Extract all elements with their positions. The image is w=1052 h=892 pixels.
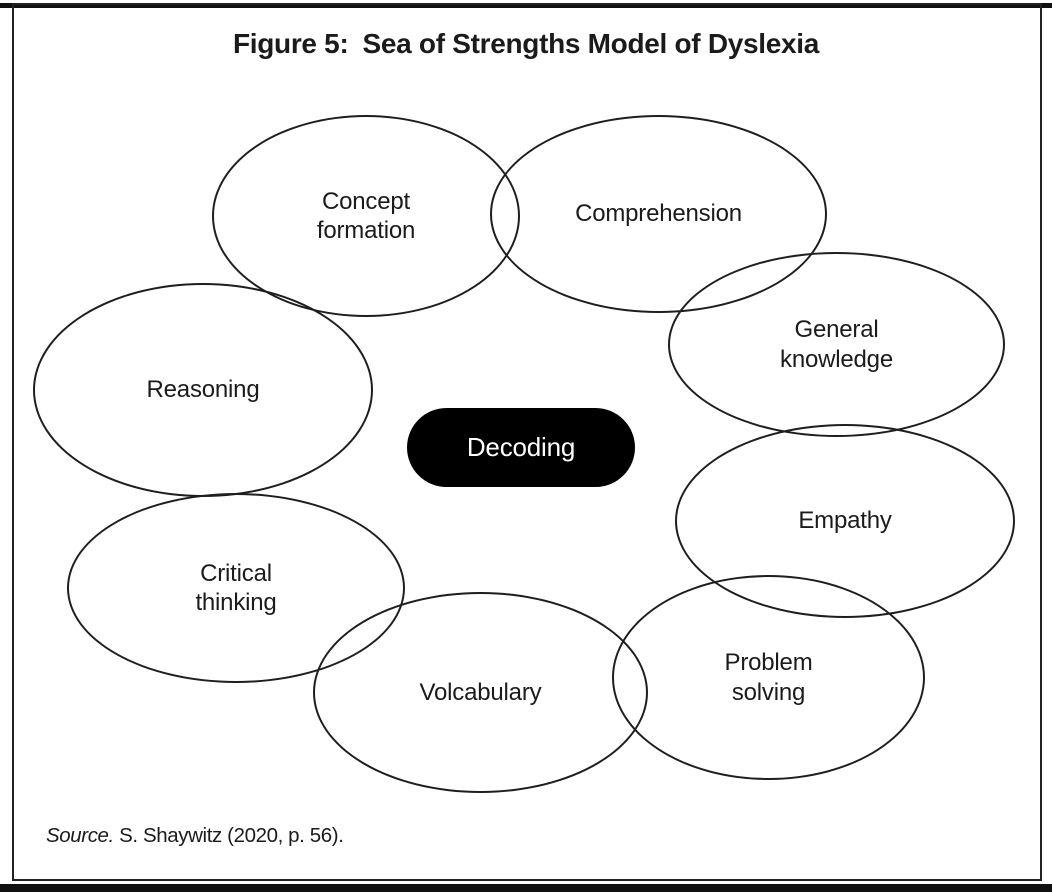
- strength-label: Concept formation: [316, 187, 416, 244]
- source-text: S. Shaywitz (2020, p. 56).: [113, 824, 344, 847]
- strength-label: Problem solving: [724, 649, 813, 706]
- strength-ellipse-problem-solving: Problem solving: [612, 575, 925, 780]
- decoding-label: Decoding: [466, 432, 576, 462]
- strength-label: Critical thinking: [195, 559, 277, 616]
- strength-ellipse-concept-formation: Concept formation: [212, 115, 520, 317]
- bottom-rule: [0, 884, 1052, 892]
- figure-title: Figure 5: Sea of Strengths Model of Dysle…: [0, 28, 1052, 60]
- strength-label: Volcabulary: [419, 678, 542, 706]
- strength-label: Reasoning: [146, 376, 260, 404]
- figure-frame: [12, 3, 1042, 881]
- decoding-pill: Decoding: [407, 408, 635, 487]
- top-rule: [0, 3, 1052, 8]
- strength-label: Comprehension: [575, 200, 742, 228]
- source-prefix: Source.: [46, 824, 114, 847]
- strength-label: General knowledge: [780, 316, 893, 373]
- strength-ellipse-critical-thinking: Critical thinking: [67, 493, 405, 683]
- strength-ellipse-general-knowledge: General knowledge: [668, 252, 1005, 437]
- figure-number-label: Figure 5:: [232, 28, 349, 59]
- strength-label: Empathy: [798, 507, 892, 535]
- strength-ellipse-comprehension: Comprehension: [490, 115, 827, 313]
- strength-ellipse-vocabulary: Volcabulary: [313, 592, 648, 793]
- strength-ellipse-reasoning: Reasoning: [33, 283, 373, 497]
- source-caption: Source. S. Shaywitz (2020, p. 56).: [46, 824, 344, 848]
- figure-title-text: Sea of Strengths Model of Dyslexia: [362, 28, 820, 59]
